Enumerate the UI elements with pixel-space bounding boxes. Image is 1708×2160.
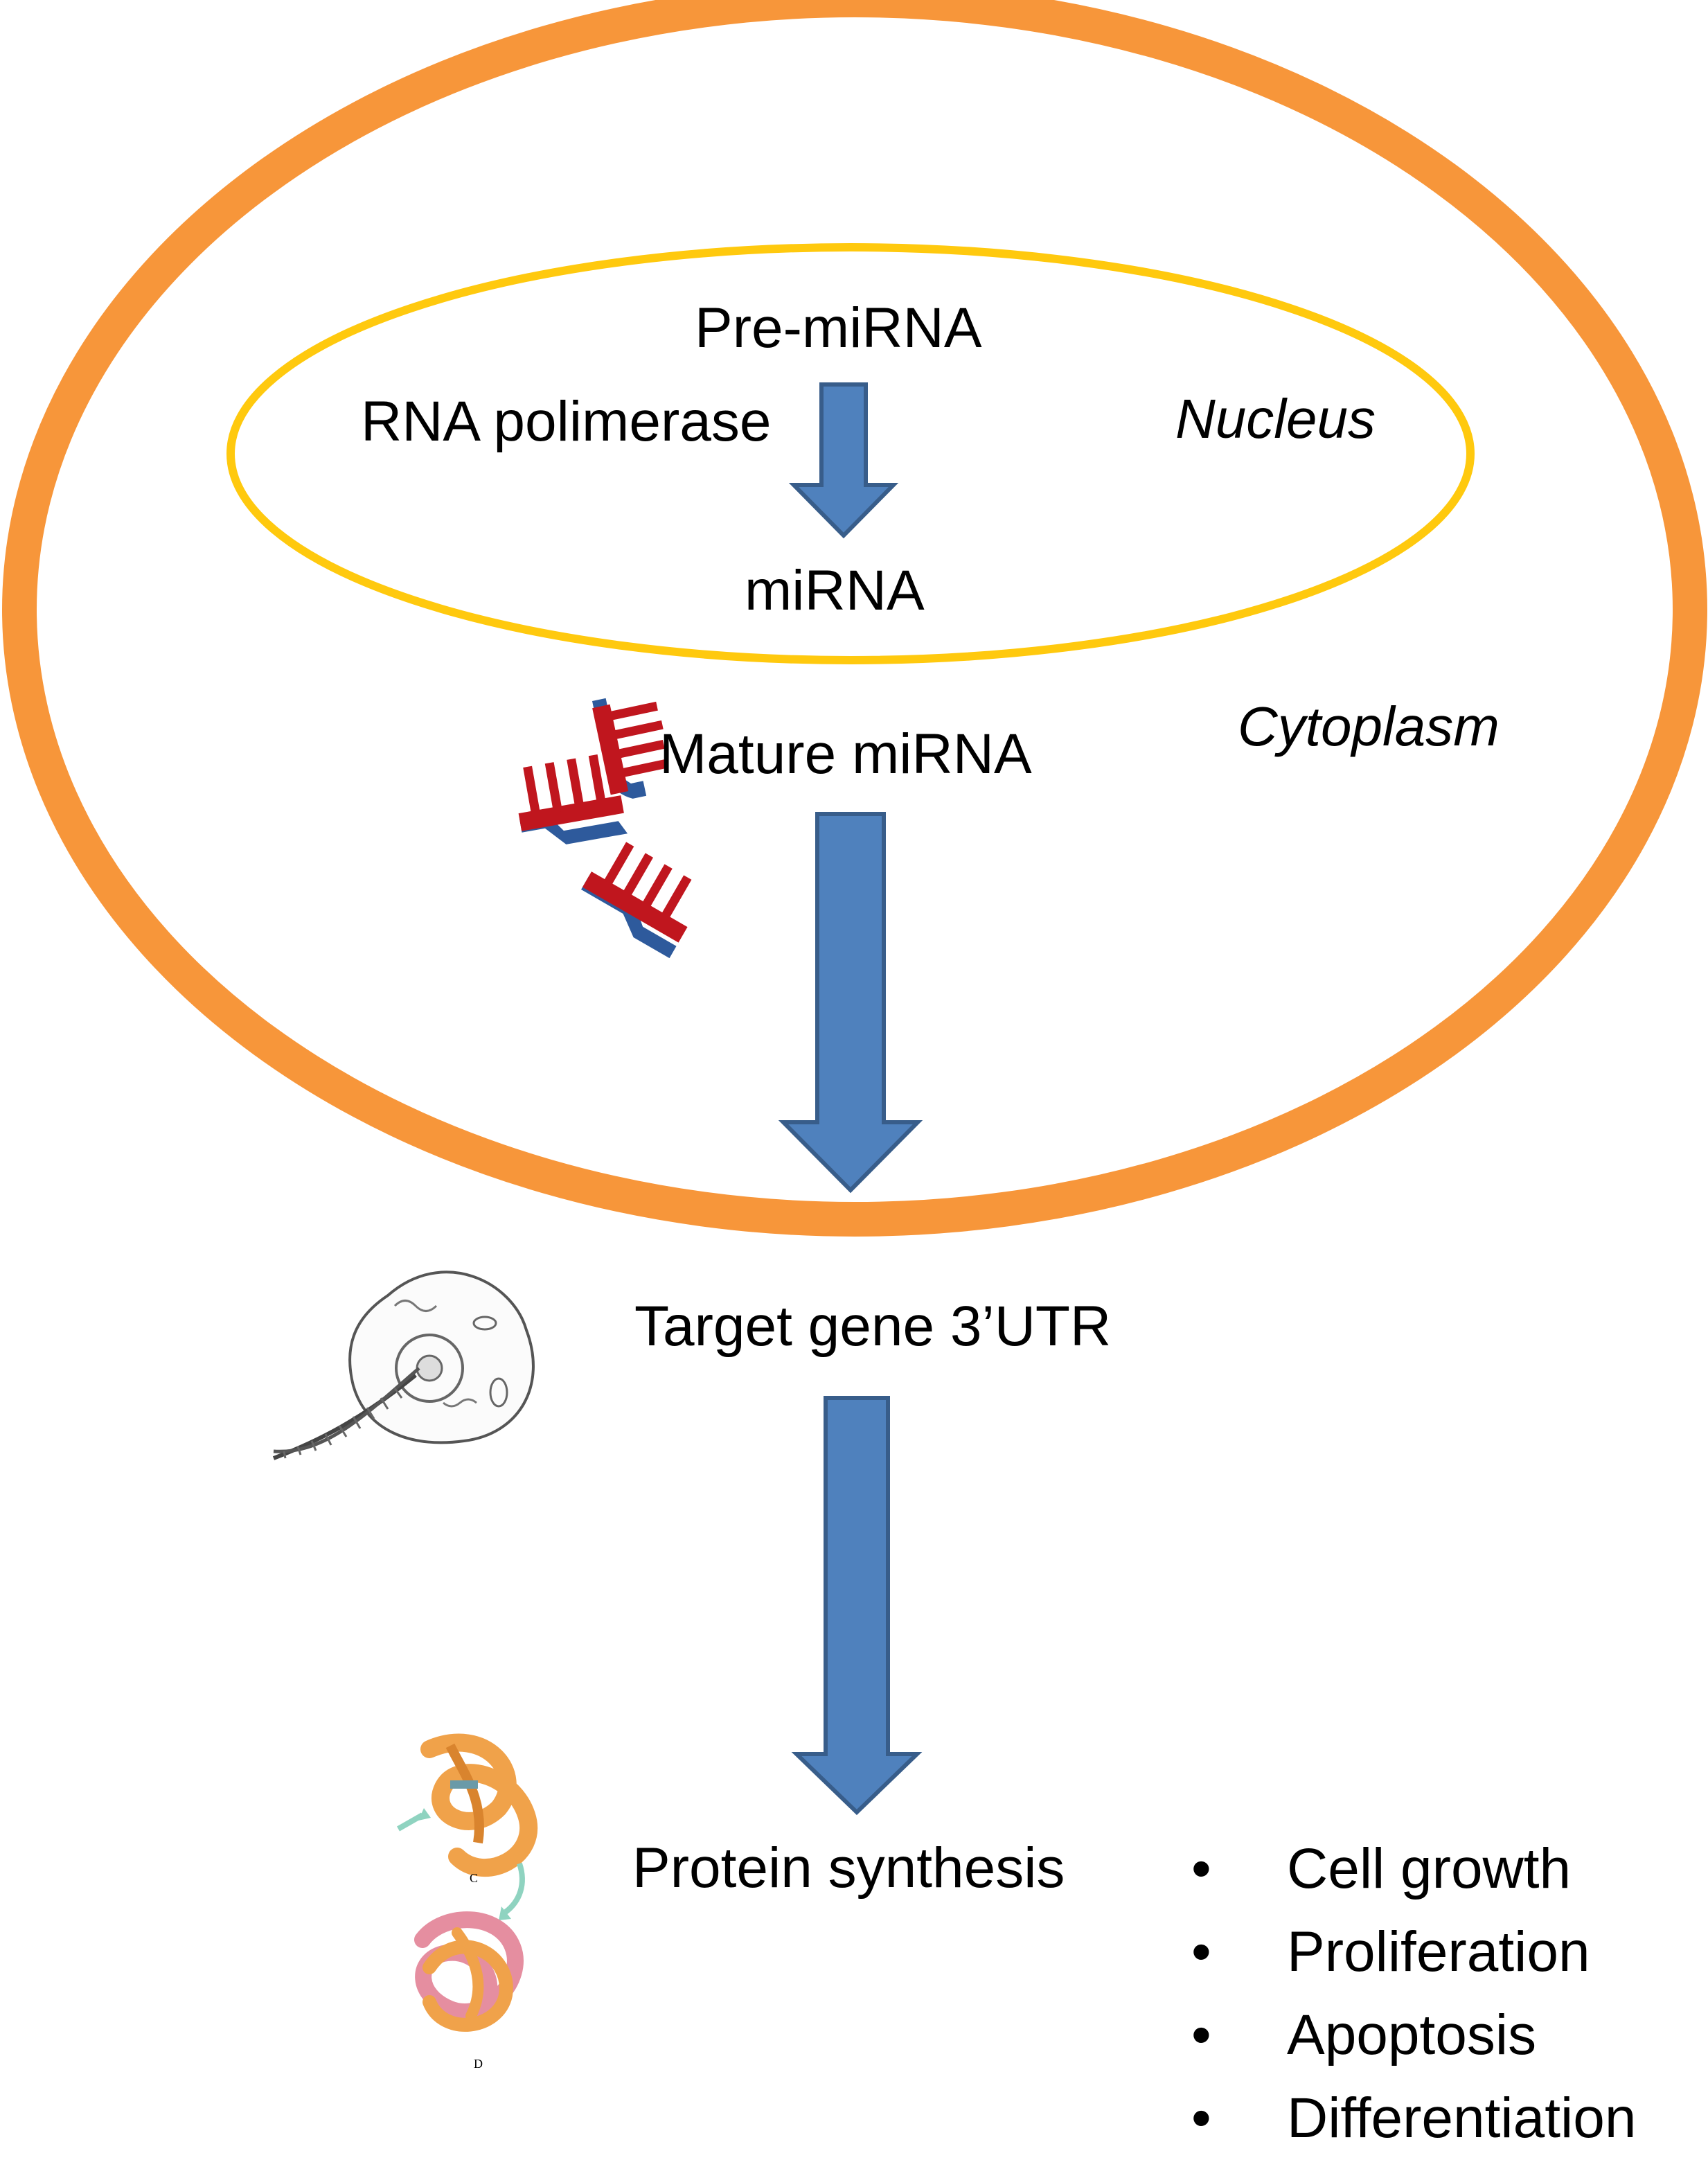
outcome-label: Differentiation bbox=[1287, 2087, 1637, 2150]
rna-polymerase-label: RNA polimerase bbox=[361, 390, 772, 453]
mirna-strand-bottom bbox=[581, 842, 692, 959]
nuclear-envelope bbox=[226, 243, 1475, 664]
target-gene-label: Target gene 3’UTR bbox=[634, 1295, 1112, 1358]
bullet-marker: • bbox=[1191, 1837, 1211, 1900]
outcome-label: Cell growth bbox=[1287, 1837, 1572, 1900]
nucleus-label: Nucleus bbox=[1175, 388, 1376, 450]
cell-dna-illustration bbox=[272, 1271, 535, 1460]
mature-mirna-arrow bbox=[778, 812, 923, 1194]
cell-membrane bbox=[2, 0, 1707, 1237]
mirna-strand-middle bbox=[518, 754, 628, 844]
bullet-marker: • bbox=[1191, 2003, 1211, 2066]
protein-synthesis-label: Protein synthesis bbox=[632, 1836, 1065, 1900]
bullet-marker: • bbox=[1191, 1920, 1211, 1983]
protein-panel-d-label: D bbox=[474, 2057, 483, 2071]
target-gene-arrow bbox=[791, 1396, 923, 1816]
bullet-marker: • bbox=[1191, 2087, 1211, 2150]
protein-folding-illustration bbox=[397, 1733, 537, 2032]
mirna-strand-top bbox=[592, 698, 668, 799]
pre-mirna-label: Pre-miRNA bbox=[695, 296, 982, 360]
mature-mirna-strands bbox=[518, 698, 692, 959]
mature-mirna-label: Mature miRNA bbox=[659, 723, 1032, 786]
mirna-label: miRNA bbox=[745, 559, 925, 622]
transcription-arrow bbox=[788, 382, 899, 539]
cytoplasm-label: Cytoplasm bbox=[1238, 696, 1500, 757]
outcome-label: Apoptosis bbox=[1287, 2003, 1537, 2066]
outcome-label: Proliferation bbox=[1287, 1920, 1590, 1983]
protein-panel-c-label: C bbox=[470, 1871, 479, 1885]
